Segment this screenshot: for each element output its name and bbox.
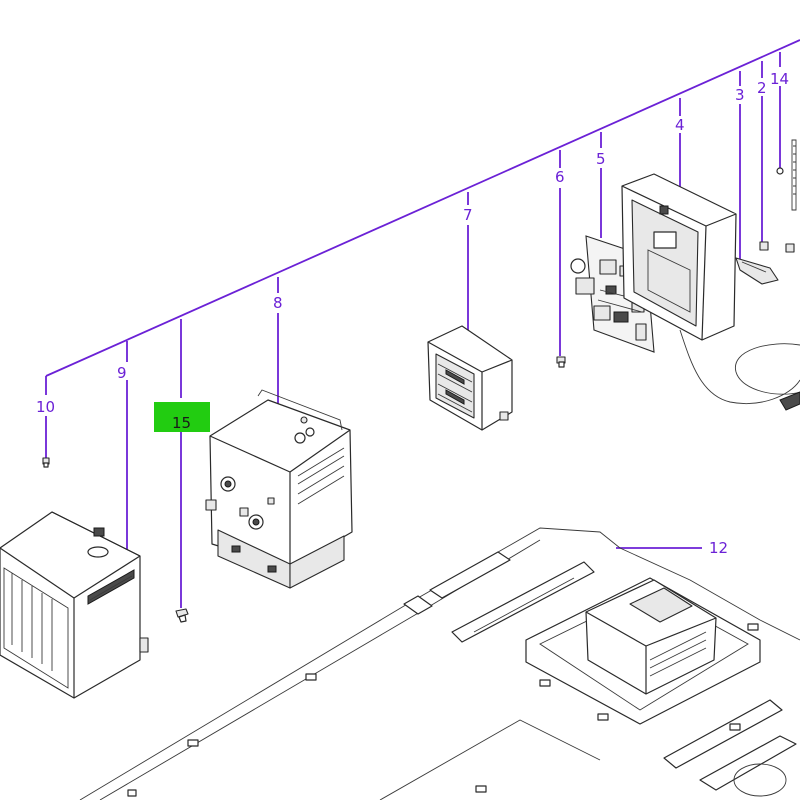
callout-14: 14	[770, 70, 789, 88]
part-3-latch	[735, 257, 779, 285]
part-8-housing	[205, 389, 353, 589]
callout-12: 12	[709, 539, 728, 557]
callout-2: 2	[757, 79, 767, 97]
part-7-module	[427, 325, 513, 431]
part-9-cover	[0, 511, 149, 699]
callout-7: 7	[463, 206, 473, 224]
part-12-base-tray	[79, 527, 800, 800]
part-10-screw	[42, 457, 50, 468]
part-2-screw	[759, 241, 795, 253]
callout-6: 6	[555, 168, 565, 186]
callout-8: 8	[273, 294, 283, 312]
part-15-screw	[175, 608, 189, 623]
callout-15-highlight	[154, 402, 210, 432]
callout-10: 10	[36, 398, 55, 416]
callout-15: 15	[172, 414, 191, 432]
callout-labels: 10 9 8 7 6 5 4 3 2 14 12 15	[36, 70, 789, 557]
part-4-enclosure	[621, 173, 800, 411]
callout-4: 4	[675, 116, 685, 134]
callout-5: 5	[596, 150, 606, 168]
part-14-pin	[776, 139, 797, 211]
leader-lines	[45, 39, 800, 608]
callout-9: 9	[117, 364, 127, 382]
callout-3: 3	[735, 86, 745, 104]
part-6-fastener	[556, 356, 566, 368]
